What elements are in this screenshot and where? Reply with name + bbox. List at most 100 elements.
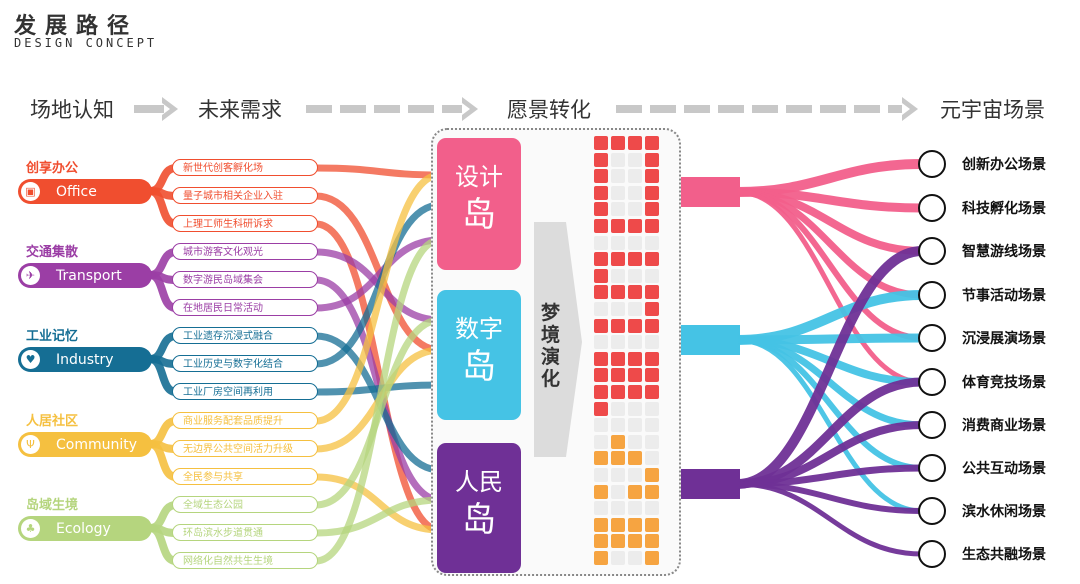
category-pill: ♥ Industry: [18, 347, 152, 372]
pixel-cell: [611, 219, 625, 233]
pixel-cell: [628, 318, 642, 333]
flow-branch: [737, 189, 923, 385]
pixel-cell: [628, 302, 642, 316]
flow-line: [312, 473, 444, 534]
pixel-cell: [611, 302, 625, 316]
pixel-cell: [645, 368, 659, 383]
pixel-cell: [594, 501, 608, 516]
category-pill: ✈ Transport: [18, 263, 152, 288]
pixel-cell: [628, 335, 642, 350]
pixel-cell: [611, 434, 625, 449]
pixel-cell: [611, 451, 625, 466]
scene-marker: [918, 540, 946, 568]
scene-marker: [918, 194, 946, 222]
flow-line: [312, 236, 444, 312]
category-sub-item: 工业历史与数字化结合: [172, 355, 318, 372]
pixel-cell: [611, 517, 625, 532]
pixel-cell: [611, 318, 625, 333]
pixel-cell: [645, 351, 659, 366]
evolution-label: 梦境演化: [541, 302, 561, 390]
pixel-cell: [628, 484, 642, 499]
flow-line: [312, 164, 444, 179]
pixel-cell: [594, 534, 608, 549]
category-pill: ▣Office: [18, 179, 152, 204]
pixel-cell: [628, 185, 642, 200]
category-label: Industry: [56, 351, 114, 368]
dining-icon: Ψ: [21, 435, 40, 454]
flow-line: [312, 220, 444, 534]
pixel-cell: [645, 534, 659, 549]
flow-branch: [737, 481, 923, 557]
stage-arrows: [134, 97, 918, 121]
pixel-cell: [645, 468, 659, 482]
pixel-cell: [645, 434, 659, 449]
pixel-cell: [628, 235, 642, 250]
category-sub-item: 工业遗存沉浸式融合: [172, 327, 318, 344]
pixel-cell: [594, 302, 608, 316]
pixel-cell: [628, 451, 642, 466]
pixel-cell: [645, 451, 659, 466]
category-sub-item: 量子城市相关企业入驻: [172, 187, 318, 204]
pixel-cell: [611, 202, 625, 217]
pixel-cell: [611, 268, 625, 283]
pixel-cell: [628, 285, 642, 300]
pixel-cell: [645, 517, 659, 532]
island-digital: 数字 岛: [437, 290, 521, 420]
pixel-cell: [594, 268, 608, 283]
flow-line: [312, 171, 444, 425]
pixel-cell: [645, 401, 659, 416]
category-sub-item: 环岛滨水步道贯通: [172, 524, 318, 541]
scene-marker: [918, 324, 946, 352]
pixel-cell: [611, 468, 625, 482]
pixel-cell: [594, 434, 608, 449]
pixel-cell: [628, 252, 642, 267]
pixel-cell: [611, 152, 625, 167]
pixel-cell: [628, 534, 642, 549]
category-sub-item: 全域生态公园: [172, 496, 318, 513]
scene-label: 生态共融场景: [962, 547, 1046, 563]
pixel-cell: [628, 385, 642, 399]
category-sub-item: 网络化自然共生生境: [172, 552, 318, 569]
pixel-cell: [611, 418, 625, 433]
pixel-cell: [594, 484, 608, 499]
pixel-cell: [645, 202, 659, 217]
pixel-cell: [611, 185, 625, 200]
category-label: Transport: [56, 267, 122, 284]
transport-icon: ✈: [21, 266, 40, 285]
pixel-cell: [645, 302, 659, 316]
pixel-cell: [594, 335, 608, 350]
pixel-cell: [645, 219, 659, 233]
pixel-cell: [611, 484, 625, 499]
island-people: 人民 岛: [437, 443, 521, 573]
scene-label: 体育竞技场景: [962, 375, 1046, 391]
pixel-cell: [645, 185, 659, 200]
island-digital-suffix: 岛: [462, 347, 496, 387]
pixel-cell: [645, 385, 659, 399]
pixel-cell: [645, 268, 659, 283]
category-label: Ecology: [56, 520, 111, 537]
pixel-cell: [594, 252, 608, 267]
pixel-cell: [594, 468, 608, 482]
pixel-cell: [611, 169, 625, 184]
scene-label: 智慧游线场景: [962, 244, 1046, 260]
scene-label: 消费商业场景: [962, 418, 1046, 434]
pixel-cell: [594, 219, 608, 233]
scene-marker: [918, 281, 946, 309]
heart-icon: ♥: [21, 350, 40, 369]
category-sub-item: 城市游客文化观光: [172, 243, 318, 260]
pixel-cell: [645, 136, 659, 150]
stage-future-demand: 未来需求: [198, 98, 282, 122]
pixel-cell: [594, 451, 608, 466]
pixel-cell: [628, 219, 642, 233]
pixel-cell: [594, 551, 608, 565]
pixel-cell: [628, 551, 642, 565]
category-title: 创享办公: [26, 161, 79, 176]
pixel-cell: [611, 534, 625, 549]
pixel-cell: [594, 235, 608, 250]
pixel-cell: [611, 285, 625, 300]
pixel-cell: [594, 517, 608, 532]
category-pill: ♣Ecology: [18, 516, 152, 541]
pixel-cell: [645, 252, 659, 267]
pixel-cell: [594, 169, 608, 184]
